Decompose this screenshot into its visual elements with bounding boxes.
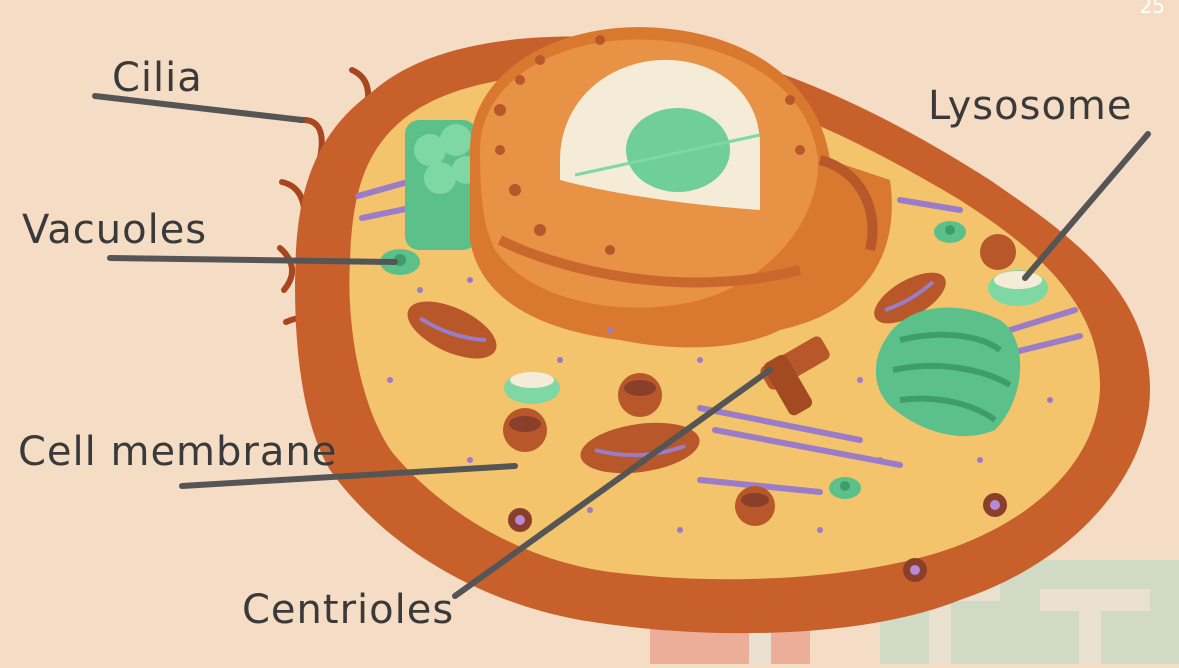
page-number: 25 xyxy=(1140,0,1165,18)
centrioles-label: Centrioles xyxy=(242,590,454,630)
golgi-apparatus-left xyxy=(405,120,480,250)
vacuoles-label: Vacuoles xyxy=(22,210,207,250)
cell-membrane-label: Cell membrane xyxy=(18,432,337,472)
nucleolus xyxy=(626,108,730,192)
cilia-label: Cilia xyxy=(112,58,203,98)
lysosome-label: Lysosome xyxy=(928,86,1132,126)
vacuoles-leader-line xyxy=(110,258,395,262)
